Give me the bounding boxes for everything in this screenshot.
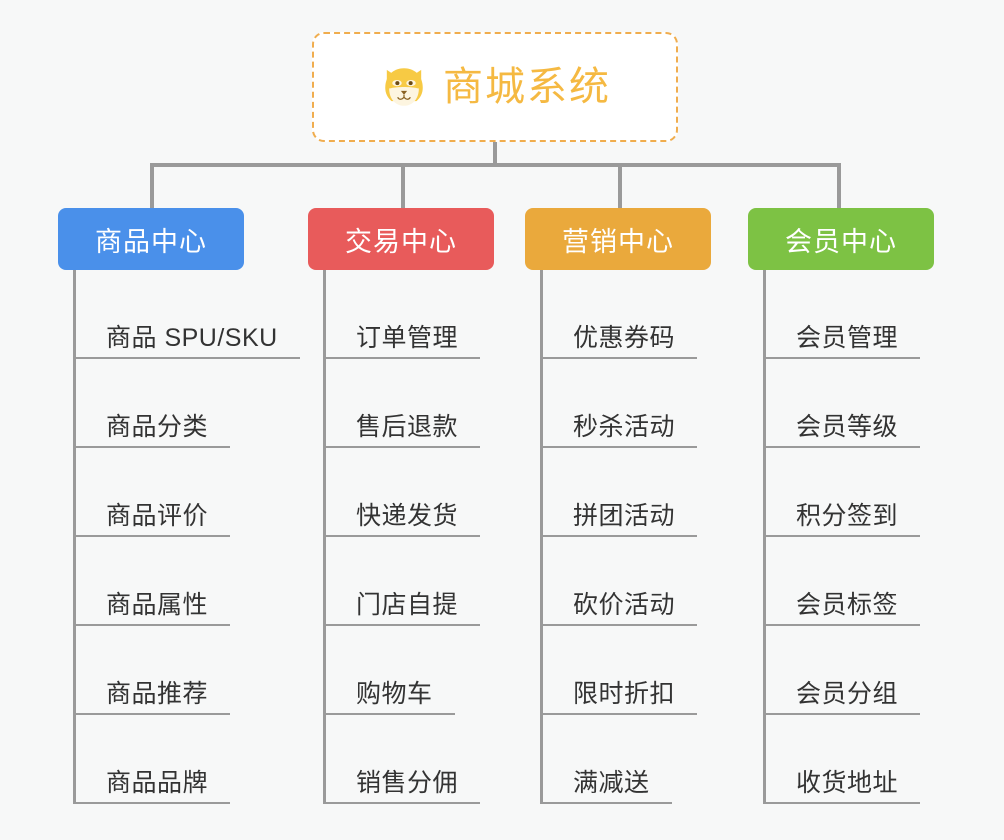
branch-item-label: 收货地址 xyxy=(796,769,899,797)
branch-item-label: 售后退款 xyxy=(356,413,459,441)
branch-item-underline xyxy=(763,624,920,626)
branch-item-underline xyxy=(763,357,920,359)
branch-header-2[interactable]: 交易中心 xyxy=(308,208,494,270)
branch-item-label: 快递发货 xyxy=(356,502,459,530)
branch-item[interactable]: 收货地址 xyxy=(748,715,934,804)
branch-item[interactable]: 快递发货 xyxy=(308,448,494,537)
branch-item-underline xyxy=(540,446,697,448)
branch-items-1: 商品 SPU/SKU 商品分类商品评价商品属性商品推荐商品品牌 xyxy=(58,270,300,804)
branch-rail-4 xyxy=(763,270,766,804)
connector-drop-4 xyxy=(837,163,841,208)
branch-item[interactable]: 售后退款 xyxy=(308,359,494,448)
branch-item-underline xyxy=(73,446,230,448)
branch-item-label: 订单管理 xyxy=(356,324,459,352)
branch-item-label: 会员等级 xyxy=(796,413,899,441)
branch-item-label: 拼团活动 xyxy=(573,502,676,530)
branch-item[interactable]: 商品品牌 xyxy=(58,715,244,804)
branch-item-underline xyxy=(763,535,920,537)
branch-item-label: 门店自提 xyxy=(356,591,459,619)
branch-item-underline xyxy=(323,713,455,715)
branch-item-label: 砍价活动 xyxy=(573,591,676,619)
connector-root-trunk xyxy=(493,142,497,165)
branch-item-label: 秒杀活动 xyxy=(573,413,676,441)
branch-item[interactable]: 积分签到 xyxy=(748,448,934,537)
branch-item[interactable]: 门店自提 xyxy=(308,537,494,626)
branch-item-label: 会员管理 xyxy=(796,324,899,352)
branch-rail-3 xyxy=(540,270,543,804)
branch-item-underline xyxy=(323,535,480,537)
branch-item-underline xyxy=(73,713,230,715)
branch-item[interactable]: 拼团活动 xyxy=(525,448,711,537)
branch-rail-1 xyxy=(73,270,76,804)
branch-item-label: 商品评价 xyxy=(106,502,209,530)
branch-item-label: 购物车 xyxy=(356,680,433,708)
branch-item-label: 积分签到 xyxy=(796,502,899,530)
branch-item-underline xyxy=(540,713,697,715)
branch-item[interactable]: 购物车 xyxy=(308,626,494,715)
branch-item[interactable]: 会员等级 xyxy=(748,359,934,448)
branch-item-label: 商品属性 xyxy=(106,591,209,619)
connector-drop-2 xyxy=(401,163,405,208)
connector-bus xyxy=(150,163,841,167)
branch-item-underline xyxy=(73,535,230,537)
branch-item[interactable]: 满减送 xyxy=(525,715,711,804)
branch-item[interactable]: 商品推荐 xyxy=(58,626,244,715)
branch-item-underline xyxy=(323,357,480,359)
dog-face-icon xyxy=(385,68,423,106)
branch-item-underline xyxy=(73,624,230,626)
root-node[interactable]: 商城系统 xyxy=(312,32,678,142)
branch-item-underline xyxy=(540,535,697,537)
branch-item[interactable]: 商品 SPU/SKU xyxy=(58,270,300,359)
branch-item-underline xyxy=(323,624,480,626)
branch-item-underline xyxy=(540,802,672,804)
branch-item[interactable]: 商品分类 xyxy=(58,359,244,448)
branch-item-label: 商品 SPU/SKU xyxy=(106,324,278,352)
branch-column-1: 商品中心 商品 SPU/SKU 商品分类商品评价商品属性商品推荐商品品牌 xyxy=(58,208,300,804)
branch-item[interactable]: 秒杀活动 xyxy=(525,359,711,448)
branch-column-2: 交易中心 订单管理售后退款快递发货门店自提购物车销售分佣 xyxy=(308,208,494,804)
branch-item-label: 商品分类 xyxy=(106,413,209,441)
branch-items-2: 订单管理售后退款快递发货门店自提购物车销售分佣 xyxy=(308,270,494,804)
branch-item-label: 商品推荐 xyxy=(106,680,209,708)
branch-item-label: 优惠券码 xyxy=(573,324,676,352)
branch-item-label: 会员分组 xyxy=(796,680,899,708)
branch-column-3: 营销中心 优惠券码秒杀活动拼团活动砍价活动限时折扣满减送 xyxy=(525,208,711,804)
branch-item[interactable]: 商品评价 xyxy=(58,448,244,537)
branch-item-underline xyxy=(763,802,920,804)
branch-item-label: 满减送 xyxy=(573,769,650,797)
branch-item-underline xyxy=(323,802,480,804)
branch-item-underline xyxy=(540,624,697,626)
branch-item-label: 商品品牌 xyxy=(106,769,209,797)
branch-items-4: 会员管理会员等级积分签到会员标签会员分组收货地址 xyxy=(748,270,934,804)
branch-item[interactable]: 商品属性 xyxy=(58,537,244,626)
branch-item-label: 销售分佣 xyxy=(356,769,459,797)
branch-item-underline xyxy=(73,357,300,359)
branch-header-3[interactable]: 营销中心 xyxy=(525,208,711,270)
branch-item[interactable]: 砍价活动 xyxy=(525,537,711,626)
branch-item[interactable]: 订单管理 xyxy=(308,270,494,359)
branch-item-underline xyxy=(763,713,920,715)
branch-item[interactable]: 限时折扣 xyxy=(525,626,711,715)
branch-item[interactable]: 会员管理 xyxy=(748,270,934,359)
branch-items-3: 优惠券码秒杀活动拼团活动砍价活动限时折扣满减送 xyxy=(525,270,711,804)
branch-item[interactable]: 销售分佣 xyxy=(308,715,494,804)
branch-item-label: 会员标签 xyxy=(796,591,899,619)
branch-item-underline xyxy=(763,446,920,448)
branch-rail-2 xyxy=(323,270,326,804)
branch-column-4: 会员中心 会员管理会员等级积分签到会员标签会员分组收货地址 xyxy=(748,208,934,804)
root-title: 商城系统 xyxy=(443,65,611,109)
branch-item-underline xyxy=(540,357,697,359)
branch-item[interactable]: 会员分组 xyxy=(748,626,934,715)
branch-header-4[interactable]: 会员中心 xyxy=(748,208,934,270)
connector-drop-1 xyxy=(150,163,154,208)
branch-header-1[interactable]: 商品中心 xyxy=(58,208,244,270)
branch-item[interactable]: 会员标签 xyxy=(748,537,934,626)
connector-drop-3 xyxy=(618,163,622,208)
branch-item-underline xyxy=(323,446,480,448)
branch-item[interactable]: 优惠券码 xyxy=(525,270,711,359)
branch-item-label: 限时折扣 xyxy=(573,680,676,708)
branch-item-underline xyxy=(73,802,230,804)
